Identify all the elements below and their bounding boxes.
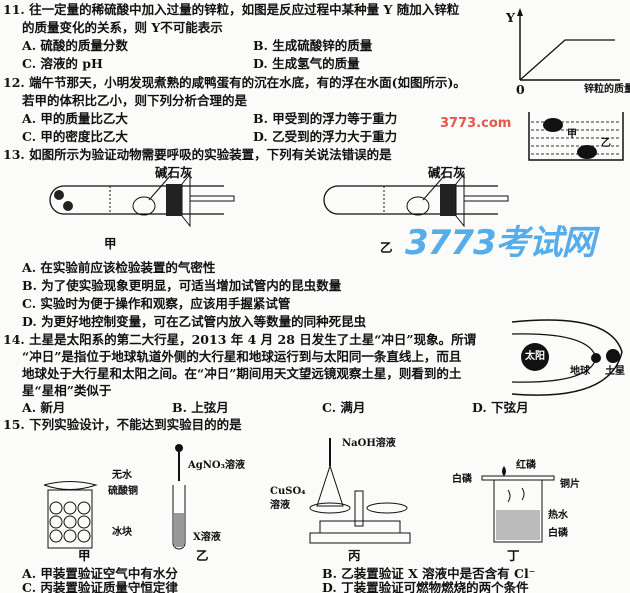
q15-label-hot-water: 热水: [548, 510, 568, 521]
q12-water-container: [528, 112, 624, 161]
q14-option-a: A. 新月: [22, 400, 66, 415]
q11-graph: [517, 8, 620, 81]
q14-label-earth: 地球: [570, 366, 590, 377]
q14-label-sun: 太阳: [525, 351, 545, 362]
q15-stem: 15. 下列实验设计，不能达到实验目的的是: [3, 417, 242, 432]
q11-option-d: D. 生成氢气的质量: [253, 56, 360, 71]
q15-fig-yi: [172, 444, 186, 550]
q15-fig-bing: [309, 438, 411, 544]
q13-option-a: A. 在实验前应该检验装置的气密性: [22, 260, 216, 275]
q15-label-ding: 丁: [507, 548, 520, 563]
q14-stem-line3: 地球处于大行星和太阳之间。在“冲日”期间用天文望远镜观察土星，则看到的土: [22, 366, 462, 381]
q13-option-b: B. 为了使实验现象更明显，可适当增加试管内的昆虫数量: [22, 278, 342, 293]
q11-stem-line2: 的质量变化的关系，则 Y不可能表示: [22, 20, 223, 35]
q13-stem: 13. 如图所示为验证动物需要呼吸的实验装置，下列有关说法错误的是: [3, 147, 392, 162]
q15-label-white-phosphorus-2: 白磷: [548, 528, 568, 539]
q14-stem-line2: “冲日”是指位于地球轨道外侧的大行星和地球运行到与太阳同一条直线上，而且: [22, 349, 462, 364]
q14-label-saturn: 土星: [605, 366, 625, 377]
q13-option-d: D. 为更好地控制变量，可在乙试管内放入等数量的同种死昆虫: [22, 314, 367, 329]
q14-orbit-diagram: [511, 319, 623, 396]
q12-option-c: C. 甲的密度比乙大: [22, 129, 128, 144]
q11-option-c: C. 溶液的 pH: [22, 56, 103, 71]
q11-option-b: B. 生成硫酸锌的质量: [253, 38, 373, 53]
q15-label-ice: 冰块: [112, 527, 132, 538]
q11-stem-line1: 11. 往一定量的稀硫酸中加入过量的锌粒，如图是反应过程中某种量 Y 随加入锌粒: [3, 2, 460, 17]
q13-tube-jia: [49, 172, 235, 228]
q15-label-white-phosphorus: 白磷: [452, 474, 472, 485]
q15-option-d: D. 丁装置验证可燃物燃烧的两个条件: [322, 580, 529, 593]
q13-label-yi: 乙: [380, 240, 393, 255]
q11-graph-origin: 0: [516, 82, 525, 97]
watermark-logo: 3773考试网: [405, 223, 596, 263]
q12-stem-line1: 12. 端午节那天，小明发现煮熟的咸鸭蛋有的沉在水底，有的浮在水面(如图所示)。: [3, 75, 466, 90]
q15-label-anhydrous-1: 无水: [112, 470, 132, 481]
q15-fig-ding: [481, 466, 555, 543]
q14-option-c: C. 满月: [322, 400, 366, 415]
q12-option-a: A. 甲的质量比乙大: [22, 111, 128, 126]
q15-label-cuso4-2: 溶液: [270, 500, 290, 511]
q12-label-yi: 乙: [601, 138, 611, 149]
q11-option-a: A. 硫酸的质量分数: [22, 38, 128, 53]
q11-graph-y-label: Y: [506, 10, 515, 25]
q15-label-bing: 丙: [348, 548, 361, 563]
q12-label-jia: 甲: [567, 129, 577, 140]
q15-fig-jia: [43, 481, 98, 549]
q14-option-d: D. 下弦月: [472, 400, 529, 415]
q11-graph-x-label: 锌粒的质量: [584, 84, 630, 95]
q12-option-d: D. 乙受到的浮力大于重力: [253, 129, 398, 144]
q14-stem-line4: 星“星相”类似于: [22, 383, 112, 398]
watermark-sub: 3773.com: [440, 116, 512, 131]
q15-label-jia: 甲: [78, 548, 91, 563]
q15-label-agno3: AgNO₃溶液: [188, 460, 245, 471]
q12-stem-line2: 若甲的体积比乙小，则下列分析合理的是: [22, 93, 248, 108]
q15-option-b: B. 乙装置验证 X 溶液中是否含有 Cl⁻: [322, 566, 536, 581]
q15-option-a: A. 甲装置验证空气中有水分: [22, 566, 178, 581]
q15-label-anhydrous-2: 硫酸铜: [108, 486, 138, 497]
q15-label-yi: 乙: [196, 548, 209, 563]
q15-label-copper: 铜片: [560, 479, 580, 490]
q13-label-jia: 甲: [104, 236, 117, 251]
q13-option-c: C. 实验时为便于操作和观察，应该用手握紧试管: [22, 296, 291, 311]
q13-tube-yi: [323, 172, 509, 228]
q15-label-x-solution: X溶液: [193, 532, 221, 543]
q15-label-red-phosphorus: 红磷: [516, 460, 536, 471]
q13-label-soda-lime-yi: 碱石灰: [428, 165, 466, 180]
q14-option-b: B. 上弦月: [172, 400, 229, 415]
q13-label-soda-lime-jia: 碱石灰: [155, 165, 193, 180]
q15-label-cuso4-1: CuSO₄: [270, 486, 306, 497]
q14-stem-line1: 14. 土星是太阳系的第二大行星，2013 年 4 月 28 日发生了土星“冲日…: [3, 332, 477, 347]
q15-option-c: C. 丙装置验证质量守恒定律: [22, 580, 178, 593]
q15-label-naoh: NaOH溶液: [342, 438, 396, 449]
q12-option-b: B. 甲受到的浮力等于重力: [253, 111, 398, 126]
